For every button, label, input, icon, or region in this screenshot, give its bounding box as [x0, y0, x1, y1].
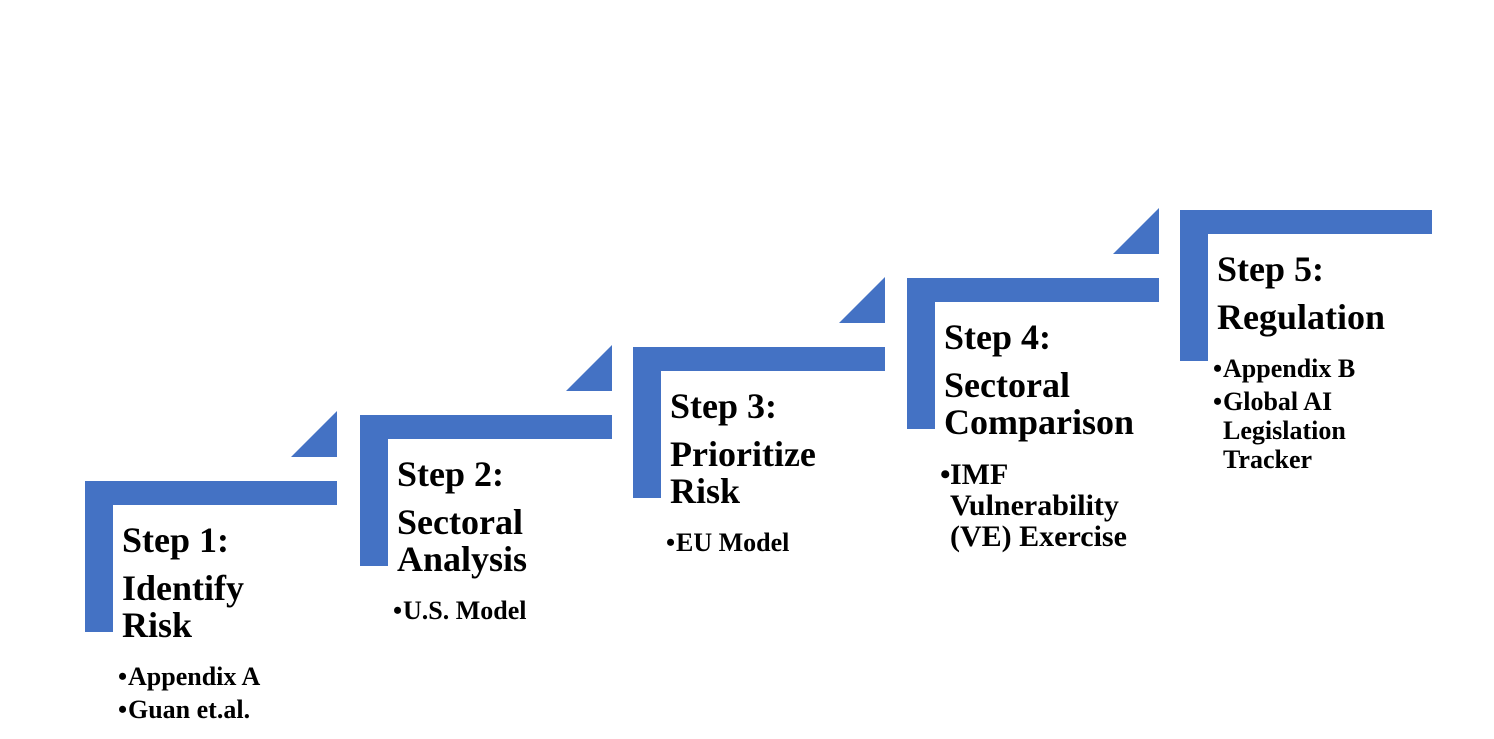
bullet-item: Global AI Legislation Tracker — [1213, 387, 1431, 474]
bullet-item: IMF Vulnerability (VE) Exercise — [940, 459, 1158, 552]
bullet-item: Guan et.al. — [118, 695, 336, 724]
step-2-vertical-bar — [360, 415, 388, 566]
step-1-horizontal-bar — [85, 481, 337, 505]
step-2-triangle-connector — [566, 345, 612, 391]
bullet-item: Appendix A — [118, 662, 336, 691]
step-bullets: U.S. Model — [393, 596, 611, 625]
bullet-text: Guan et.al. — [128, 695, 251, 724]
step-label: Step 5: — [1217, 249, 1324, 289]
bullet-text: U.S. Model — [403, 596, 527, 625]
step-1-vertical-bar — [85, 481, 113, 632]
step-5-content: Step 5: Regulation Appendix B Global AI … — [1217, 249, 1431, 475]
step-title: Prioritize Risk — [670, 434, 816, 511]
step-3-vertical-bar — [633, 347, 661, 498]
step-1-content: Step 1: Identify Risk Appendix A Guan et… — [122, 520, 336, 725]
step-4-vertical-bar — [907, 278, 935, 429]
bullet-text: Appendix A — [128, 662, 261, 691]
step-title: Sectoral Comparison — [944, 365, 1135, 442]
step-bullets: Appendix B Global AI Legislation Tracker — [1213, 354, 1431, 474]
step-title: Identify Risk — [122, 568, 245, 645]
bullet-text: EU Model — [676, 528, 790, 557]
step-1-triangle-connector — [291, 411, 337, 457]
step-3-triangle-connector — [839, 277, 885, 323]
bullet-text: IMF Vulnerability (VE) Exercise — [950, 458, 1127, 553]
step-4-horizontal-bar — [907, 278, 1159, 302]
step-2-content: Step 2: Sectoral Analysis U.S. Model — [397, 454, 611, 626]
bullet-item: Appendix B — [1213, 354, 1431, 383]
step-3-content: Step 3: Prioritize Risk EU Model — [670, 386, 884, 558]
step-4-triangle-connector — [1113, 208, 1159, 254]
step-bullets: Appendix A Guan et.al. — [118, 662, 336, 724]
bullet-item: EU Model — [666, 528, 884, 557]
step-label: Step 2: — [397, 454, 504, 494]
step-4-content: Step 4: Sectoral Comparison IMF Vulnerab… — [944, 317, 1158, 553]
bullet-text: Global AI Legislation Tracker — [1223, 387, 1346, 474]
step-5-vertical-bar — [1180, 210, 1208, 361]
step-bullets: IMF Vulnerability (VE) Exercise — [940, 459, 1158, 552]
step-5-horizontal-bar — [1180, 210, 1432, 234]
bullet-text: Appendix B — [1223, 354, 1356, 383]
step-bullets: EU Model — [666, 528, 884, 557]
step-label: Step 1: — [122, 520, 229, 560]
step-label: Step 3: — [670, 386, 777, 426]
step-title: Regulation — [1217, 297, 1386, 337]
bullet-item: U.S. Model — [393, 596, 611, 625]
step-title: Sectoral Analysis — [397, 502, 528, 579]
step-label: Step 4: — [944, 317, 1051, 357]
step-2-horizontal-bar — [360, 415, 612, 439]
step-3-horizontal-bar — [633, 347, 885, 371]
